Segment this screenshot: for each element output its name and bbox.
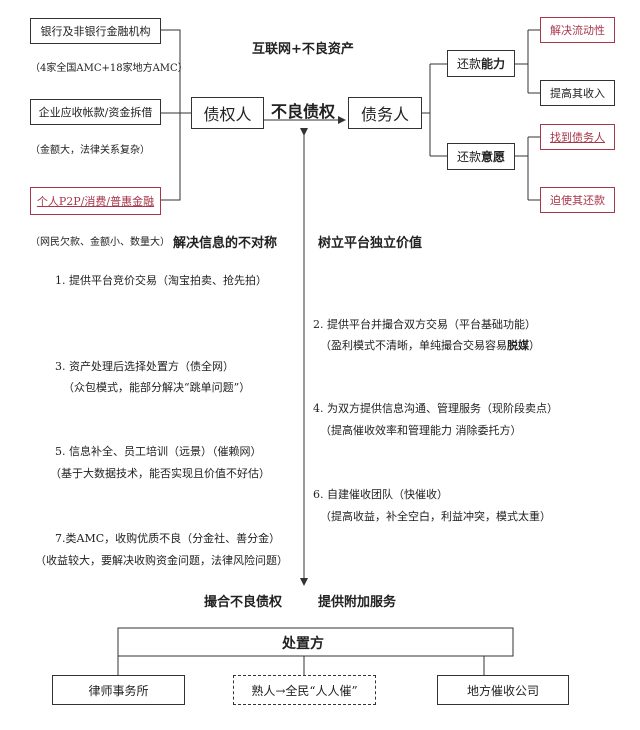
ability-prefix: 还款: [456, 57, 481, 71]
creditor-box: 债权人: [191, 97, 264, 129]
right-item-4-note: （提高催收效率和管理能力 消除委托方）: [320, 424, 522, 437]
disposer-option-crowd: 熟人→全民“人人催”: [233, 675, 376, 705]
left-item-3-note: （众包模式，能部分解决“跳单问题”）: [63, 381, 251, 394]
ability-box: 还款能力: [447, 50, 515, 77]
left-item-5-note: （基于大数据技术，能否实现且价值不好估）: [50, 467, 270, 480]
source-enterprise-box: 企业应收帐款/资金拆借: [30, 99, 161, 125]
right-item-2-note-strong: 脱媒: [507, 339, 529, 352]
bottom-left-label: 撮合不良债权: [204, 595, 283, 610]
willingness-item-force: 迫使其还款: [540, 187, 615, 213]
source-enterprise-label: 企业应收帐款/资金拆借: [38, 106, 153, 119]
source-personal-note: （网民欠款、金额小、数量大）: [30, 237, 170, 248]
right-item-6: 6. 自建催收团队（快催收）: [313, 488, 448, 501]
right-item-2-note-text: （盈利模式不清晰，单纯撮合交易容易: [320, 339, 507, 352]
left-column-heading: 解决信息的不对称: [173, 236, 278, 251]
debtor-label: 债务人: [360, 105, 409, 124]
left-item-7: 7.类AMC，收购优质不良（分金社、善分金）: [55, 532, 281, 545]
right-column-heading: 树立平台独立价值: [318, 236, 423, 251]
left-item-1: 1. 提供平台竞价交易（淘宝拍卖、抢先拍）: [55, 274, 267, 287]
source-enterprise-note: （金额大，法律关系复杂）: [30, 145, 150, 156]
debt-label: 不良债权: [271, 102, 336, 121]
disposer-option-collection-company-label: 地方催收公司: [466, 683, 539, 698]
disposer-option-law-firm: 律师事务所: [52, 675, 185, 705]
right-item-2-note: （盈利模式不清晰，单纯撮合交易容易脱媒）: [320, 337, 540, 353]
willingness-item-force-label: 迫使其还款: [550, 194, 605, 207]
source-bank-label: 银行及非银行金融机构: [40, 25, 151, 38]
willingness-item-find-label: 找到债务人: [550, 131, 605, 144]
creditor-label: 债权人: [203, 105, 252, 124]
debtor-box: 债务人: [348, 97, 422, 129]
right-item-6-note: （提高收益，补全空白，利益冲突，模式太重）: [320, 510, 551, 523]
source-bank-box: 银行及非银行金融机构: [30, 18, 161, 44]
disposer-option-crowd-label: 熟人→全民“人人催”: [251, 683, 358, 698]
right-item-2: 2. 提供平台并撮合双方交易（平台基础功能）: [313, 318, 536, 331]
willingness-box: 还款意愿: [447, 143, 515, 170]
right-item-4: 4. 为双方提供信息沟通、管理服务（现阶段卖点）: [313, 402, 558, 415]
bottom-right-label: 提供附加服务: [318, 595, 397, 610]
diagram-title: 互联网+不良资产: [252, 42, 354, 57]
left-item-5: 5. 信息补全、员工培训（远景）（催赖网）: [55, 445, 262, 458]
disposer-label: 处置方: [282, 636, 324, 652]
disposer-option-collection-company: 地方催收公司: [437, 675, 569, 705]
right-item-2-note-end: ）: [529, 339, 540, 352]
ability-item-liquidity: 解决流动性: [540, 17, 615, 43]
source-personal-label: 个人P2P/消费/普惠金融: [36, 195, 155, 208]
left-item-7-note: （收益较大，要解决收购资金问题，法律风险问题）: [35, 554, 288, 567]
ability-strong: 能力: [481, 57, 506, 71]
disposer-option-law-firm-label: 律师事务所: [88, 683, 149, 698]
source-personal-box: 个人P2P/消费/普惠金融: [30, 187, 161, 215]
ability-item-income-label: 提高其收入: [550, 87, 605, 100]
source-bank-note: （4家全国AMC+18家地方AMC）: [30, 63, 188, 74]
willingness-prefix: 还款: [456, 150, 481, 164]
ability-item-income: 提高其收入: [540, 80, 615, 106]
willingness-strong: 意愿: [481, 150, 506, 164]
ability-item-liquidity-label: 解决流动性: [550, 24, 605, 37]
left-item-3: 3. 资产处理后选择处置方（债全网）: [55, 360, 234, 373]
willingness-item-find: 找到债务人: [540, 124, 615, 150]
